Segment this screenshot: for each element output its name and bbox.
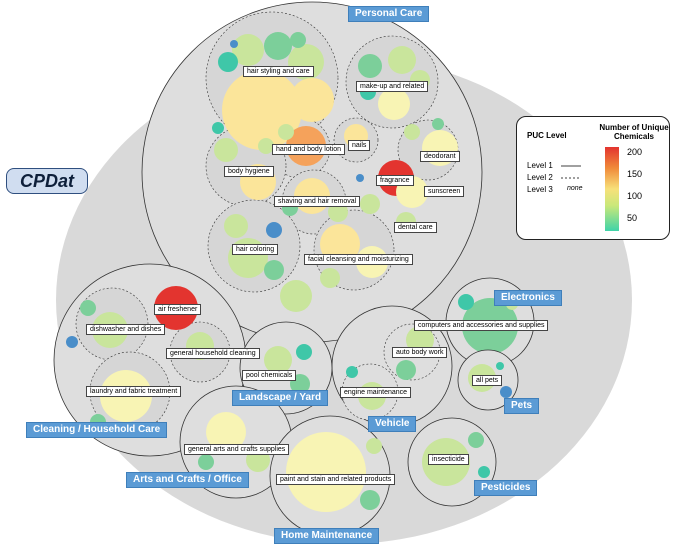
bubble[interactable] [290,32,306,48]
legend-tick-200: 200 [627,147,643,157]
bubble[interactable] [212,122,224,134]
label-computers[interactable]: computers and accessories and supplies [414,320,549,331]
bubble[interactable] [346,366,358,378]
label-all-pets[interactable]: all pets [472,375,503,386]
category-electronics[interactable]: Electronics [494,290,562,306]
legend-puc-title: PUC Level [527,131,567,140]
label-shaving[interactable]: shaving and hair removal [274,196,361,207]
label-facial[interactable]: facial cleansing and moisturizing [304,254,413,265]
label-auto-body[interactable]: auto body work [392,347,448,358]
legend: PUC Level Number of Unique Chemicals Lev… [516,116,670,240]
legend-tick-150: 150 [627,169,643,179]
label-pool[interactable]: pool chemicals [242,370,297,381]
label-makeup[interactable]: make-up and related [356,81,429,92]
legend-line-samples [561,165,581,179]
bubble[interactable] [264,346,292,374]
label-hand-body[interactable]: hand and body lotion [272,144,345,155]
category-pets[interactable]: Pets [504,398,540,414]
bubble[interactable] [218,52,238,72]
label-deodorant[interactable]: deodorant [420,151,460,162]
bubble[interactable] [206,412,246,452]
category-pesticides[interactable]: Pesticides [474,480,538,496]
bubble[interactable] [230,40,238,48]
bubble[interactable] [80,300,96,316]
label-engine[interactable]: engine maintenance [340,387,412,398]
bubble[interactable] [258,138,274,154]
category-arts[interactable]: Arts and Crafts / Office [126,472,249,488]
label-air-freshener[interactable]: air freshener [154,304,202,315]
bubble[interactable] [280,280,312,312]
bubble[interactable] [296,344,312,360]
bubble[interactable] [366,438,382,454]
legend-level-3-mark: none [567,185,583,192]
bubble[interactable] [224,214,248,238]
bubble[interactable] [328,202,348,222]
label-dental[interactable]: dental care [394,222,437,233]
legend-tick-50: 50 [627,213,638,223]
bubble[interactable] [396,360,416,380]
bubble[interactable] [278,124,294,140]
brand-logo: CPDat [6,168,88,194]
label-dishwasher[interactable]: dishwasher and dishes [86,324,166,335]
label-insecticide[interactable]: insecticide [428,454,469,465]
category-landscape[interactable]: Landscape / Yard [232,390,329,406]
bubble[interactable] [360,194,380,214]
bubble[interactable] [232,34,264,66]
bubble[interactable] [468,432,484,448]
label-body-hygiene[interactable]: body hygiene [224,166,274,177]
label-gen-arts[interactable]: general arts and crafts supplies [184,444,290,455]
label-gen-cleaning[interactable]: general household cleaning [166,348,260,359]
legend-color-bar [605,147,619,231]
bubble[interactable] [388,46,416,74]
category-vehicle[interactable]: Vehicle [368,416,417,432]
bubble[interactable] [496,362,504,370]
legend-level-3: Level 3 [527,185,553,194]
bubble[interactable] [214,138,238,162]
label-hair-styling[interactable]: hair styling and care [243,66,314,77]
bubble[interactable] [198,454,214,470]
bubble[interactable] [66,336,78,348]
legend-chem-title: Number of Unique Chemicals [599,123,669,141]
category-home[interactable]: Home Maintenance [274,528,380,544]
bubble[interactable] [264,32,292,60]
bubble[interactable] [356,174,364,182]
label-laundry[interactable]: laundry and fabric treatment [86,386,182,397]
category-personal-care[interactable]: Personal Care [348,6,430,22]
bubble[interactable] [458,294,474,310]
legend-level-2: Level 2 [527,173,553,182]
bubble[interactable] [360,490,380,510]
label-fragrance[interactable]: fragrance [376,175,414,186]
bubble[interactable] [286,432,366,512]
label-sunscreen[interactable]: sunscreen [424,186,465,197]
bubble[interactable] [478,466,490,478]
bubble[interactable] [500,386,512,398]
label-hair-coloring[interactable]: hair coloring [232,244,279,255]
bubble[interactable] [290,78,334,122]
category-cleaning[interactable]: Cleaning / Household Care [26,422,168,438]
bubble[interactable] [320,268,340,288]
bubble[interactable] [404,124,420,140]
bubble[interactable] [358,54,382,78]
bubble[interactable] [264,260,284,280]
bubble[interactable] [432,118,444,130]
legend-level-1: Level 1 [527,161,553,170]
legend-tick-100: 100 [627,191,643,201]
bubble[interactable] [378,88,410,120]
bubble[interactable] [266,222,282,238]
label-nails[interactable]: nails [348,140,371,151]
label-paint[interactable]: paint and stain and related products [276,474,396,485]
